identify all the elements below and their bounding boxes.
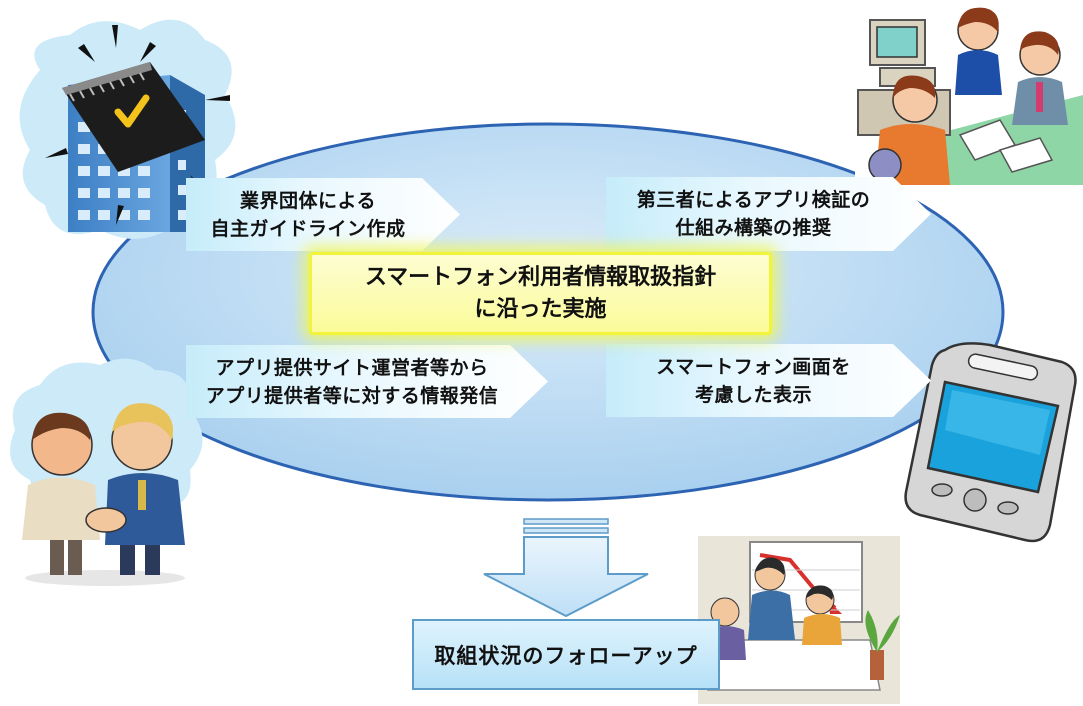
down-arrow xyxy=(483,518,649,618)
office-meeting-icon xyxy=(855,7,1083,185)
handshake-icon xyxy=(10,358,203,586)
measure-third-party-verification: 第三者によるアプリ検証の 仕組み構築の推奨 xyxy=(606,177,931,251)
measure-info-dissemination: アプリ提供サイト運営者等から アプリ提供者等に対する情報発信 xyxy=(186,345,548,418)
followup-box: 取組状況のフォローアップ xyxy=(412,619,720,690)
measure-third-party-verification-label: 第三者によるアプリ検証の 仕組み構築の推奨 xyxy=(636,189,871,239)
measure-industry-guideline-label: 業界団体による 自主ガイドライン作成 xyxy=(210,189,406,240)
presentation-meeting-icon xyxy=(698,536,900,704)
measure-info-dissemination-label: アプリ提供サイト運営者等から アプリ提供者等に対する情報発信 xyxy=(205,356,499,407)
measure-screen-display: スマートフォン画面を 考慮した表示 xyxy=(606,344,931,417)
center-guideline-label: スマートフォン利用者情報取扱指針 に沿った実施 xyxy=(364,264,717,322)
measure-industry-guideline: 業界団体による 自主ガイドライン作成 xyxy=(186,178,460,251)
building-notebook-icon xyxy=(19,19,236,239)
center-guideline-box: スマートフォン利用者情報取扱指針 に沿った実施 xyxy=(309,252,772,335)
measure-screen-display-label: スマートフォン画面を 考慮した表示 xyxy=(656,355,851,406)
smartphone-icon xyxy=(904,342,1077,543)
followup-label: 取組状況のフォローアップ xyxy=(434,643,698,668)
